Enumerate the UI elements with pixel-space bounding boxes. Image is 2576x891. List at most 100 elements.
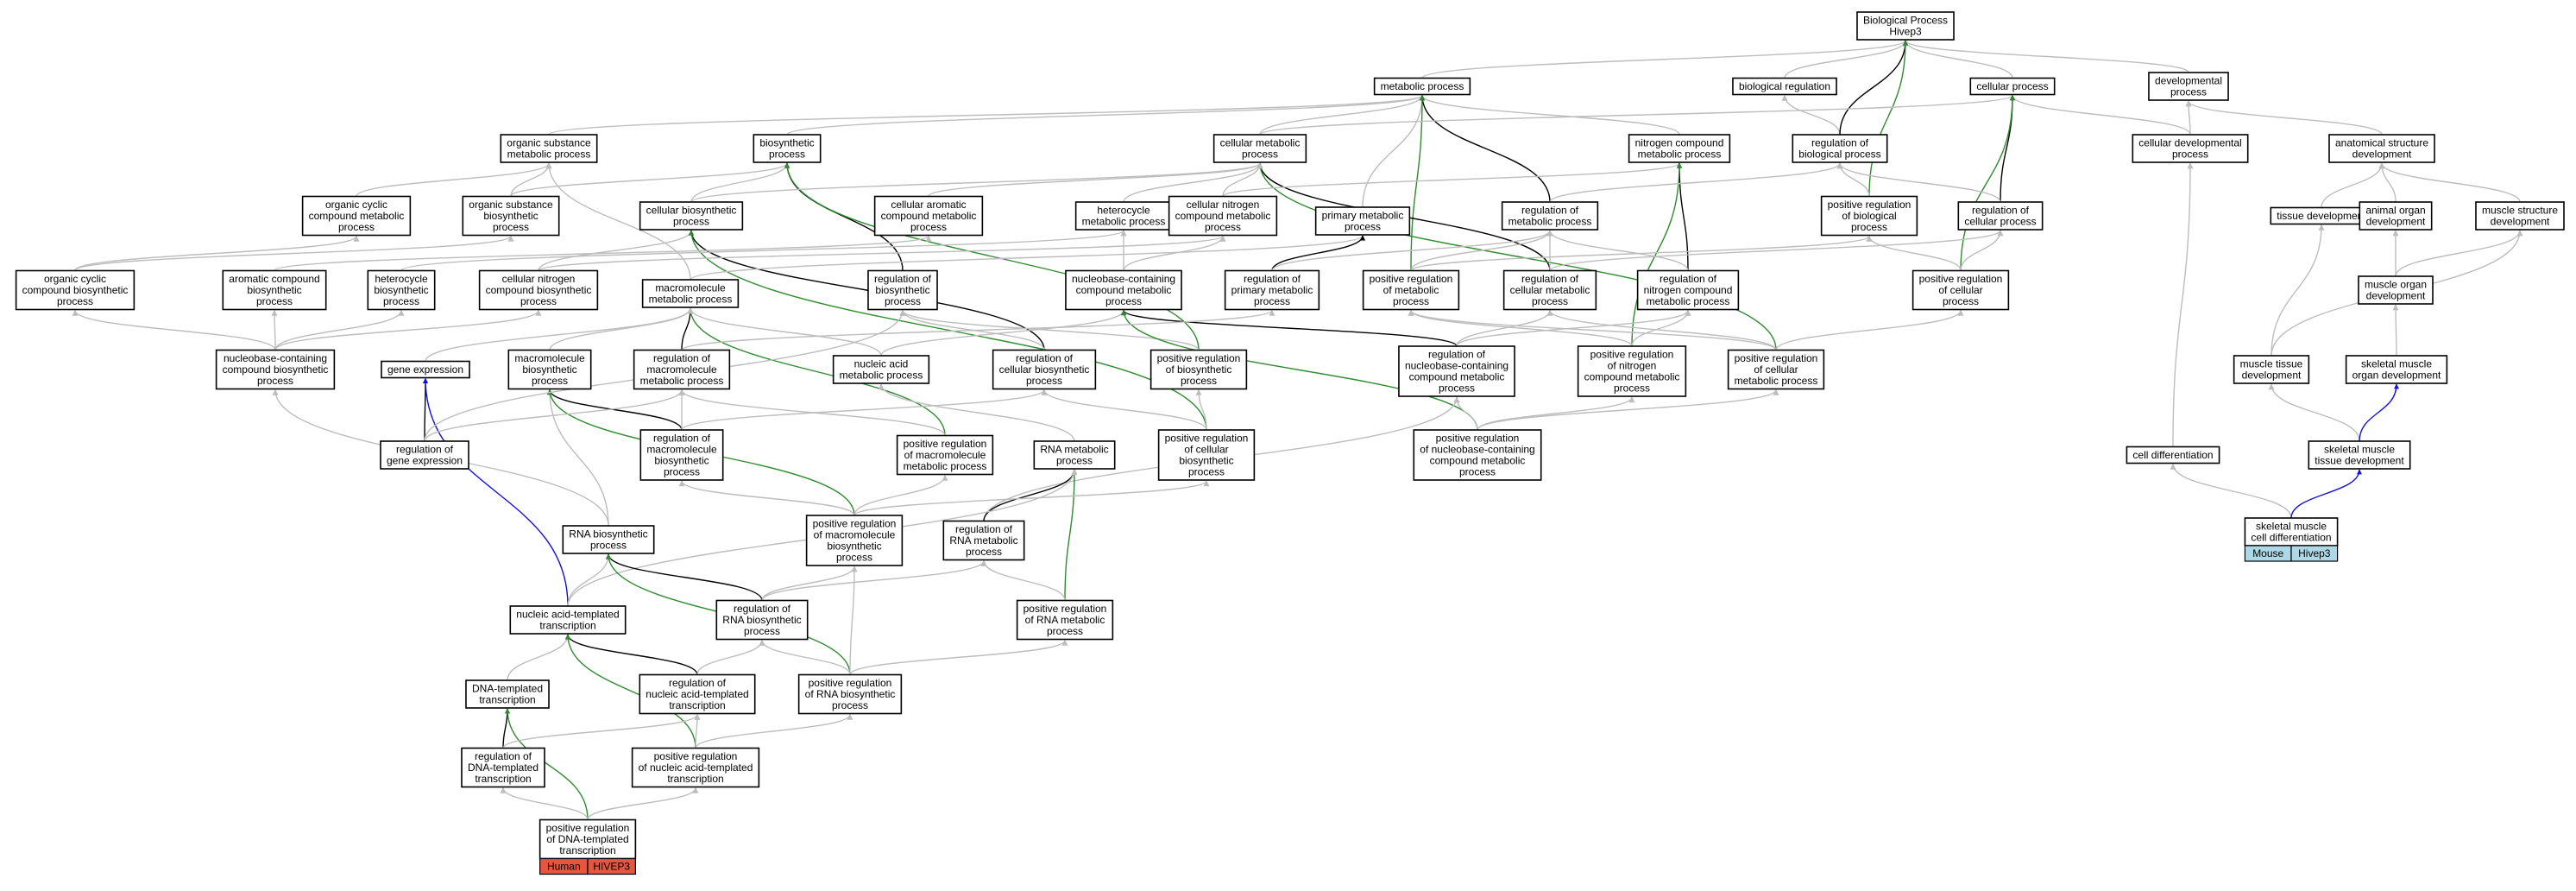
node-label-line: positive regulation xyxy=(1023,603,1107,615)
node-box xyxy=(1856,11,1955,41)
node-label-line: positive regulation xyxy=(1436,433,1520,445)
node-box xyxy=(1912,269,2010,311)
node-label-line: aromatic compound xyxy=(229,273,319,285)
go-term-node-cp[interactable]: cellular process xyxy=(1969,77,2056,96)
go-term-node-cd[interactable]: cell differentiation xyxy=(2126,446,2220,464)
node-label-line: process xyxy=(2172,148,2208,161)
node-label-line: transcription xyxy=(475,773,531,785)
node-label-line: regulation of xyxy=(653,433,711,445)
go-term-node-td[interactable]: tissue development xyxy=(2270,206,2373,225)
node-label-line: cellular metabolic xyxy=(1220,137,1301,149)
edge-rnbcmp-to-rcmp xyxy=(1456,309,1553,347)
edge-osmp-to-mp xyxy=(548,94,1426,136)
node-label-line: positive regulation xyxy=(1370,273,1453,285)
node-label-line: of nucleobase-containing xyxy=(1420,444,1534,456)
node-label-line: RNA metabolic xyxy=(1040,444,1108,456)
edge-bio-to-mp xyxy=(786,94,1426,136)
node-label-line: process xyxy=(744,625,780,637)
go-term-node-breg[interactable]: biological regulation xyxy=(1732,77,1837,96)
go-term-node-mp[interactable]: metabolic process xyxy=(1373,77,1471,96)
node-box xyxy=(539,818,637,860)
node-label-line: tissue development xyxy=(2315,455,2404,467)
node-label-line: of DNA-templated xyxy=(546,833,628,845)
node-label-line: of RNA metabolic xyxy=(1025,614,1105,626)
node-label-line: nitrogen compound xyxy=(1635,137,1724,149)
go-term-node-ge[interactable]: gene expression xyxy=(381,360,470,379)
edge-skmcd-to-cd xyxy=(2170,463,2292,519)
edge-prbsp-to-bio xyxy=(784,162,1200,351)
edge-prncmp-to-prmp xyxy=(1408,309,1633,347)
node-box xyxy=(631,747,760,788)
node-label-line: process xyxy=(493,221,529,233)
